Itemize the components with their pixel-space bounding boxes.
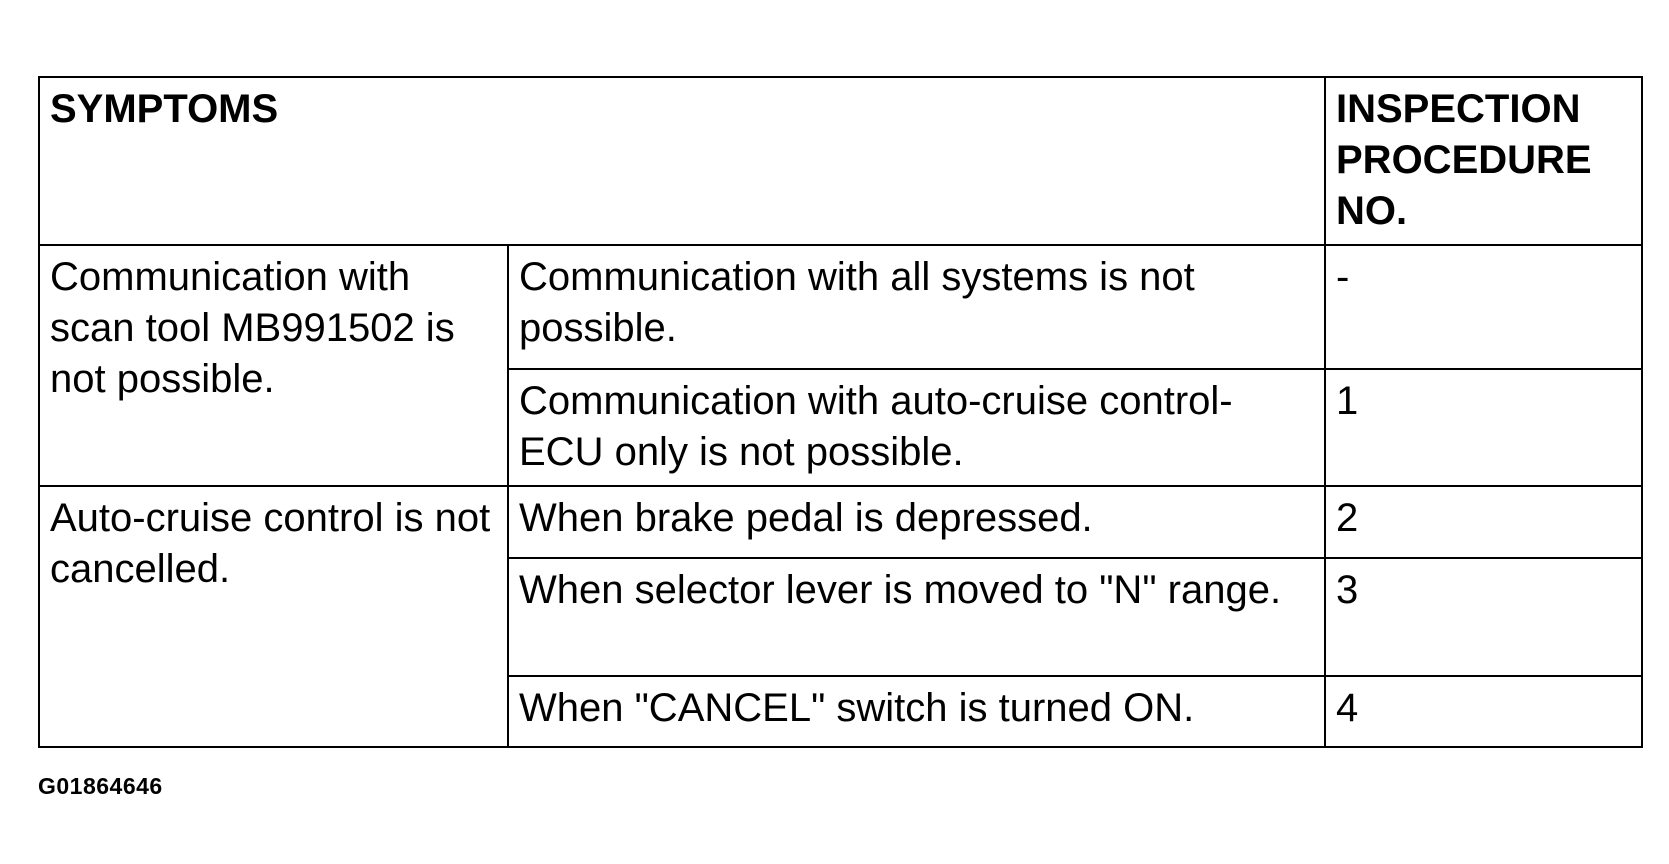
table-row: When selector lever is moved to "N" rang… bbox=[39, 557, 1643, 677]
table-row: Communication with scan tool MB991502 is… bbox=[38, 244, 1643, 487]
inspection-procedure-header: INSPECTION PROCEDURE NO. bbox=[1324, 76, 1643, 246]
procedure-cell: 2 bbox=[1324, 485, 1643, 559]
procedure-cell: 3 bbox=[1324, 557, 1643, 677]
procedure-cell: 1 bbox=[1324, 368, 1643, 487]
condition-cell: Communication with all systems is not po… bbox=[507, 244, 1326, 370]
table-row: Communication with auto-cruise control-E… bbox=[39, 368, 1643, 487]
symptom-cell: Communication with scan tool MB991502 is… bbox=[38, 244, 509, 487]
condition-cell: Communication with auto-cruise control-E… bbox=[507, 368, 1326, 487]
procedure-cell: - bbox=[1324, 244, 1643, 370]
table-header-row: SYMPTOMS INSPECTION PROCEDURE NO. bbox=[38, 76, 1643, 246]
symptoms-header: SYMPTOMS bbox=[38, 76, 1326, 246]
symptoms-table: SYMPTOMS INSPECTION PROCEDURE NO. Commun… bbox=[38, 76, 1643, 748]
procedure-cell: 4 bbox=[1324, 675, 1643, 748]
table-row: When "CANCEL" switch is turned ON. 4 bbox=[39, 675, 1643, 748]
symptom-cell: Auto-cruise control is not cancelled. bbox=[38, 485, 509, 748]
condition-cell: When selector lever is moved to "N" rang… bbox=[507, 557, 1326, 677]
condition-cell: When "CANCEL" switch is turned ON. bbox=[507, 675, 1326, 748]
figure-id: G01864646 bbox=[38, 773, 163, 799]
table-row: Auto-cruise control is not cancelled. Wh… bbox=[38, 485, 1643, 748]
condition-cell: When brake pedal is depressed. bbox=[507, 485, 1326, 559]
